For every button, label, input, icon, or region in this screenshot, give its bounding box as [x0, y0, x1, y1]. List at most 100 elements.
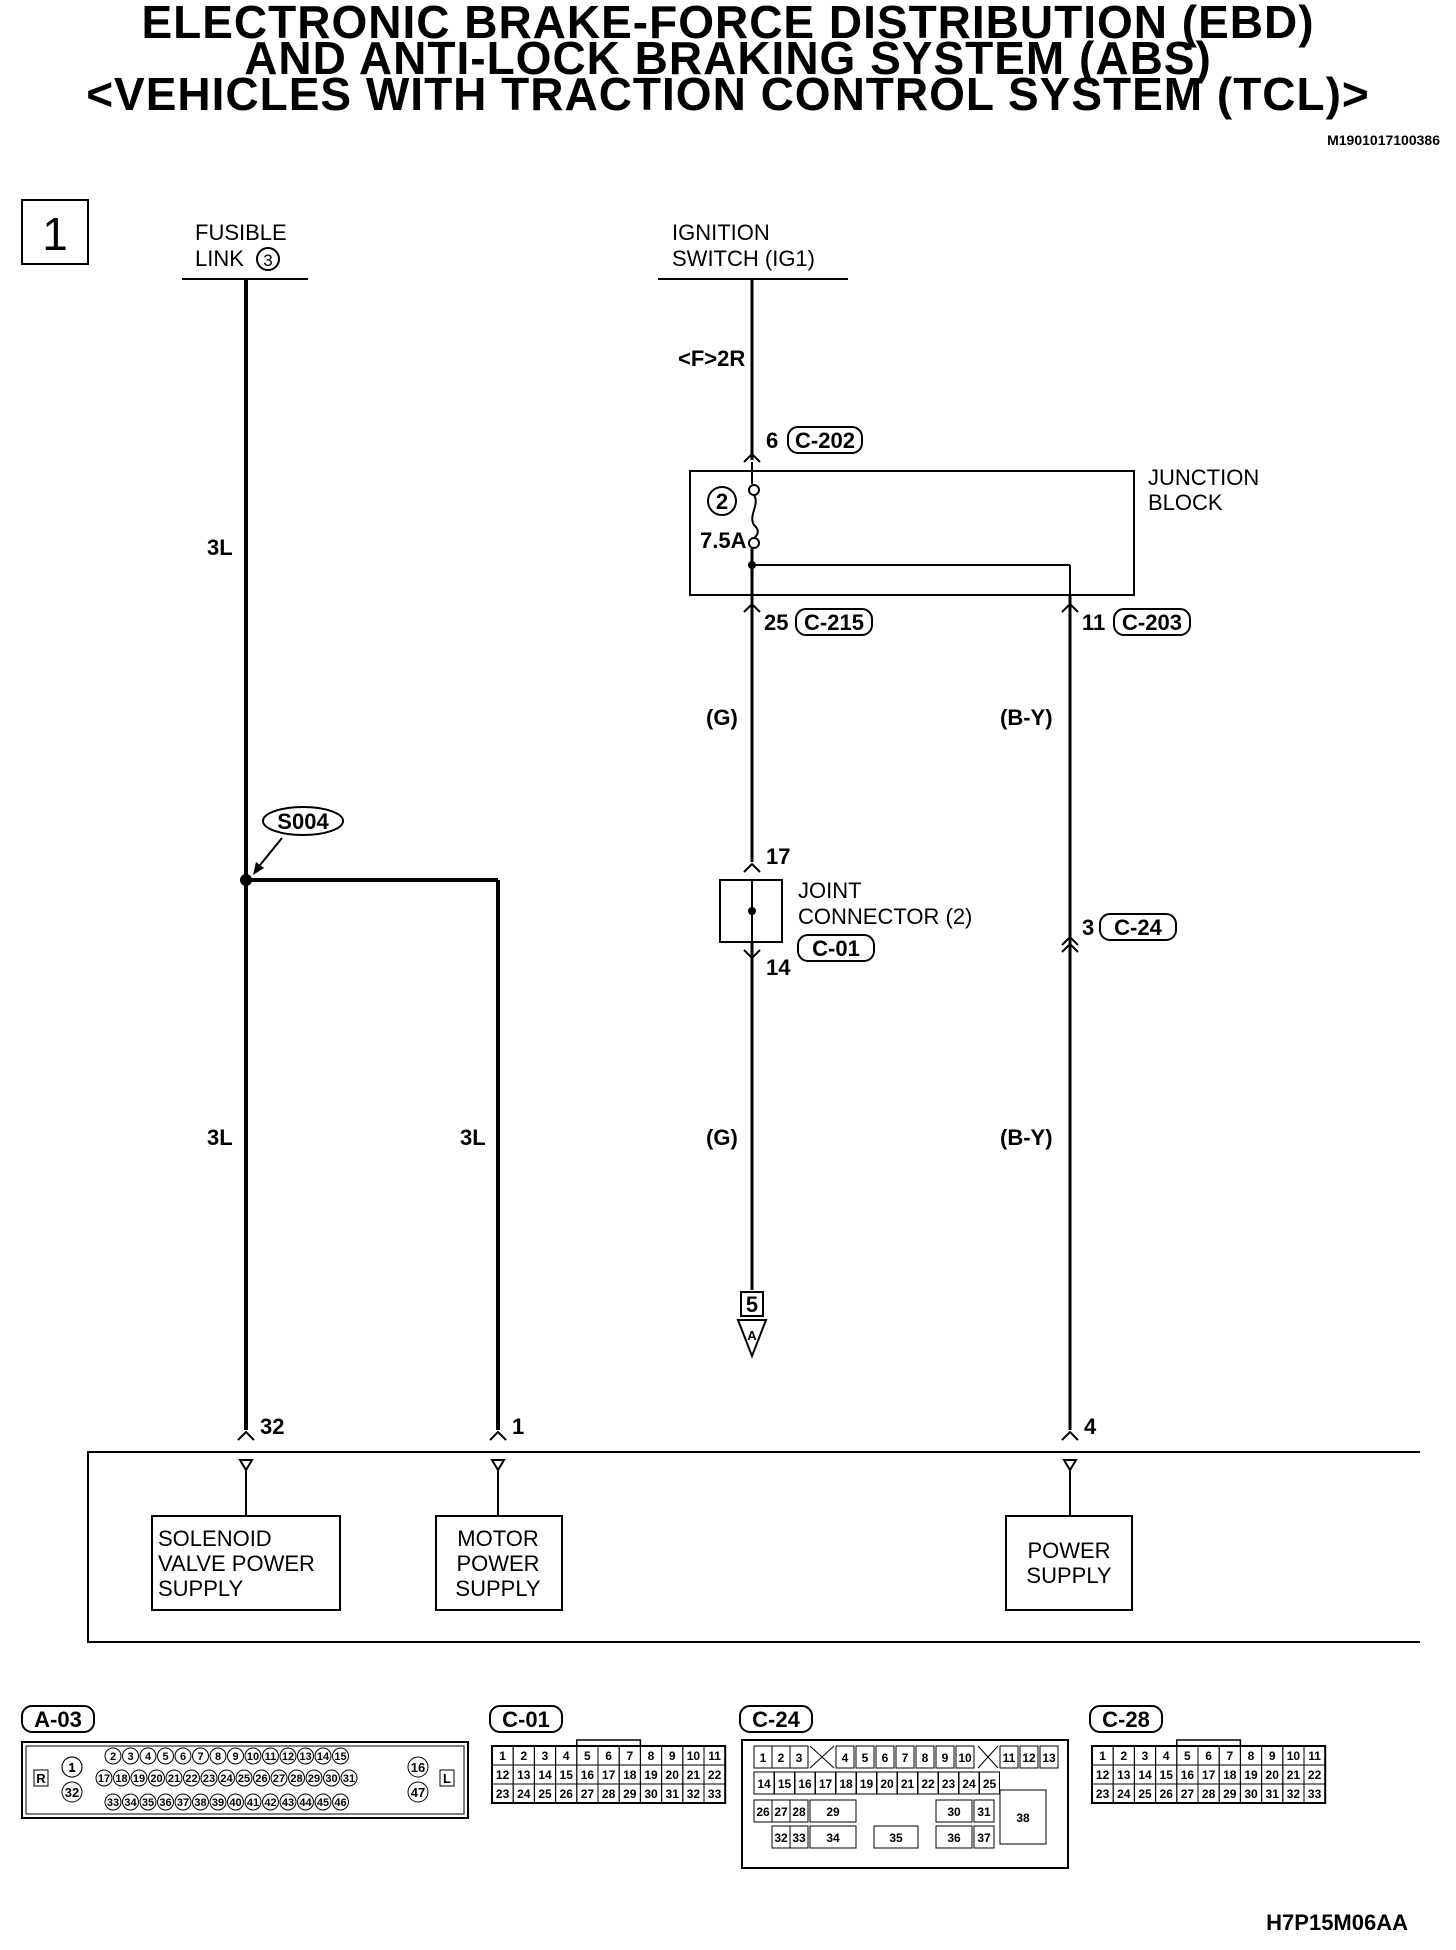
- a03-pin-label: 35: [142, 1797, 154, 1809]
- a03-pin: [183, 1769, 200, 1787]
- a03-pin: [262, 1747, 279, 1765]
- c28-pin-label: 17: [1202, 1768, 1216, 1782]
- c28-pin-label: 31: [1266, 1787, 1280, 1801]
- c01-pin-label: 8: [648, 1749, 655, 1763]
- a03-pin: [297, 1747, 314, 1765]
- fuse-number-circle: [707, 486, 737, 516]
- c28-pin-label: 10: [1287, 1749, 1301, 1763]
- c01-pin-label: 25: [538, 1787, 552, 1801]
- a03-pin: [244, 1747, 262, 1765]
- joint-out-pin: 14: [766, 955, 791, 980]
- fusible-link-label-2: LINK: [195, 246, 244, 271]
- c24-pin-label: 19: [860, 1777, 874, 1791]
- c203-label: C-203: [1122, 610, 1182, 635]
- a03-pin-label: 34: [124, 1797, 137, 1809]
- conn-c24-body: [741, 1739, 1069, 1869]
- c28-pin-label: 18: [1223, 1768, 1237, 1782]
- c01-pin-label: 10: [687, 1749, 701, 1763]
- power-supply-box: [1005, 1515, 1133, 1611]
- c203-tag: [1113, 608, 1191, 636]
- c01-pin-label: 28: [602, 1787, 616, 1801]
- a03-pin-label: 22: [185, 1773, 197, 1785]
- splice-label: S004: [277, 809, 329, 834]
- c24-pin: [855, 1745, 875, 1769]
- c01-pin-label: 24: [517, 1787, 531, 1801]
- diagram-title-line1: ELECTRONIC BRAKE-FORCE DISTRIBUTION (EBD…: [141, 0, 1315, 48]
- a03-pin-label: 40: [229, 1797, 241, 1809]
- fuse-rating: 7.5A: [700, 528, 747, 553]
- c24-pin-label: 23: [942, 1777, 956, 1791]
- a03-pin-label: 14: [317, 1751, 330, 1763]
- joint-connector-label-2: CONNECTOR (2): [798, 904, 972, 929]
- a03-pin-label: 8: [215, 1751, 221, 1763]
- c24-pin-label: 29: [826, 1805, 840, 1819]
- conn-a03-r-box: [33, 1769, 49, 1787]
- a03-pin-label: 43: [282, 1797, 294, 1809]
- a03-pin-label: 4: [145, 1751, 152, 1763]
- a03-pin: [262, 1793, 279, 1811]
- continuation-letter: A: [747, 1328, 757, 1343]
- c24-pin: [935, 1745, 955, 1769]
- c01-pin-label: 21: [687, 1768, 701, 1782]
- a03-pin-label: 28: [290, 1773, 302, 1785]
- a03-pin-label: 23: [203, 1773, 215, 1785]
- conn-c24-tag: [739, 1705, 813, 1733]
- conn-a03-tag: [21, 1705, 95, 1733]
- c24-pin-label: 20: [880, 1777, 894, 1791]
- conn-c01-tag: [489, 1705, 563, 1733]
- fusible-link-number-circle: [256, 247, 280, 271]
- a03-pin-label: 7: [197, 1751, 203, 1763]
- wire-by-top-label: (B-Y): [1000, 705, 1053, 730]
- a03-side-pin-label: 16: [411, 1760, 425, 1775]
- a03-pin: [288, 1769, 305, 1787]
- joint-connector-label-1: JOINT: [798, 878, 862, 903]
- c24-pin: [835, 1745, 855, 1769]
- a03-pin: [192, 1747, 209, 1765]
- c202-tag: [787, 426, 863, 454]
- a03-pin: [104, 1793, 122, 1811]
- c24-label: C-24: [1114, 915, 1162, 940]
- c24-blank: [977, 1745, 999, 1769]
- a03-pin-label: 27: [273, 1773, 285, 1785]
- a03-pin: [305, 1769, 323, 1787]
- c24-pin: [789, 1799, 809, 1823]
- c24-pin: [873, 1825, 919, 1849]
- c01-pin-label: 5: [584, 1749, 591, 1763]
- a03-pin-label: 33: [107, 1797, 119, 1809]
- a03-pin-label: 21: [168, 1773, 180, 1785]
- continuation-page: 5: [746, 1292, 758, 1317]
- a03-pin-label: 46: [334, 1797, 346, 1809]
- a03-pin-label: 29: [308, 1773, 320, 1785]
- ignition-switch-label-1: IGNITION: [672, 220, 770, 245]
- c24-pin-label: 15: [778, 1777, 792, 1791]
- footer-code: H7P15M06AA: [1266, 1910, 1408, 1935]
- c24-pin-label: 1: [760, 1751, 767, 1765]
- c24-pin-label: 25: [983, 1777, 997, 1791]
- a03-side-pin: [61, 1756, 83, 1778]
- c01-pin-label: 1: [499, 1749, 506, 1763]
- conn-c01-label: C-01: [502, 1707, 550, 1732]
- c24-pin-label: 35: [889, 1831, 903, 1845]
- c28-pin-label: 27: [1181, 1787, 1195, 1801]
- c01-pin-label: 6: [605, 1749, 612, 1763]
- motor-power-label-1: MOTOR: [457, 1526, 538, 1551]
- joint-connector-code: C-01: [812, 936, 860, 961]
- a03-side-pin: [407, 1781, 429, 1803]
- c28-pin-label: 20: [1266, 1768, 1280, 1782]
- c28-pin-label: 28: [1202, 1787, 1216, 1801]
- c01-pin-label: 27: [581, 1787, 595, 1801]
- c24-pin: [935, 1825, 973, 1849]
- a03-side-pin-label: 1: [69, 1762, 75, 1774]
- ecu-input-32: [238, 1459, 254, 1472]
- a03-pin: [209, 1793, 227, 1811]
- c24-pin-label: 13: [1042, 1751, 1056, 1765]
- a03-pin: [235, 1769, 253, 1787]
- a03-pin: [279, 1793, 297, 1811]
- c24-blank: [809, 1745, 835, 1769]
- c24-pin-label: 28: [792, 1805, 806, 1819]
- motor-power-label-3: SUPPLY: [455, 1576, 541, 1601]
- c01-pin-label: 4: [563, 1749, 570, 1763]
- c28-pin-label: 9: [1269, 1749, 1276, 1763]
- c24-pin-label: 33: [792, 1831, 806, 1845]
